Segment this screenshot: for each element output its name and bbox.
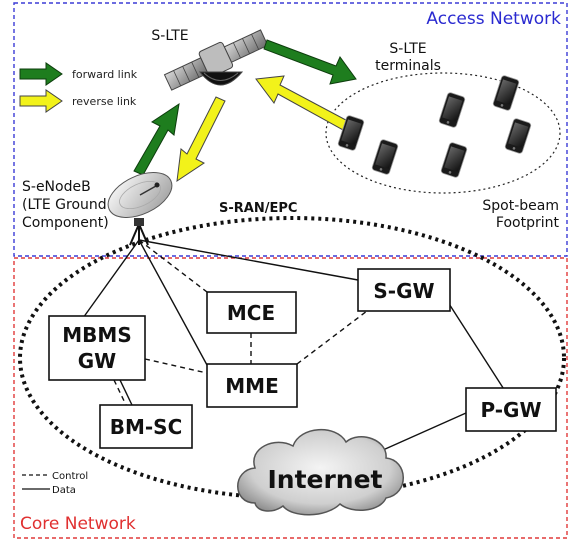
satellite-icon: [163, 29, 269, 91]
control-links: [113, 239, 368, 406]
access-network-title: Access Network: [426, 9, 561, 29]
forward-link-legend-label: forward link: [72, 68, 138, 81]
access-network-region: [13, 2, 568, 257]
bmsc-label: BM-SC: [110, 415, 183, 439]
sgw-label: S-GW: [373, 279, 434, 303]
enodeb-label-line2: (LTE Ground: [22, 197, 107, 213]
internet-label: Internet: [267, 465, 382, 494]
footprint-label-line1: Spot-beam: [482, 198, 559, 214]
reverse-arrow-sat-to-enodeb: [176, 96, 226, 183]
internet-cloud-icon: Internet: [237, 428, 404, 516]
phone-icon: [503, 117, 533, 155]
data-legend-label: Data: [52, 485, 76, 496]
core-network-region: [13, 257, 568, 539]
core-network-title: Core Network: [20, 514, 136, 534]
sgw-node: S-GW: [357, 268, 451, 312]
pgw-label: P-GW: [480, 398, 541, 422]
enodeb-label-line3: Component): [22, 215, 109, 231]
reverse-link-legend-icon: [19, 89, 63, 113]
phone-icon: [370, 138, 400, 176]
phone-icon: [437, 91, 467, 129]
enodeb-label-line1: S-eNodeB: [22, 179, 91, 195]
reverse-link-legend-label: reverse link: [72, 95, 137, 108]
mbms-gw-node: MBMS GW: [48, 315, 146, 381]
ground-station-dish-icon: [107, 172, 173, 246]
bmsc-node: BM-SC: [99, 404, 193, 449]
spot-beam-footprint: [325, 72, 561, 194]
mce-label: MCE: [227, 301, 275, 325]
pgw-node: P-GW: [465, 387, 557, 432]
mme-node: MME: [206, 363, 298, 408]
phone-icon: [491, 74, 521, 112]
ran-epc-label: S-RAN/EPC: [219, 201, 297, 216]
mbms-gw-label-line2: GW: [78, 349, 116, 373]
satellite-label: S-LTE: [151, 28, 188, 44]
control-legend-label: Control: [52, 471, 88, 482]
forward-link-legend-icon: [19, 62, 63, 86]
forward-arrow-sat-to-terminals: [263, 39, 357, 85]
phone-icon: [439, 141, 469, 179]
mme-label: MME: [225, 374, 278, 398]
terminals-label-line1: S-LTE: [389, 41, 426, 57]
footprint-label-line2: Footprint: [496, 215, 560, 231]
forward-arrow-enodeb-to-sat: [133, 102, 180, 176]
terminals-label-line2: terminals: [375, 58, 441, 74]
mbms-gw-label-line1: MBMS: [62, 323, 131, 347]
mce-node: MCE: [206, 291, 297, 334]
